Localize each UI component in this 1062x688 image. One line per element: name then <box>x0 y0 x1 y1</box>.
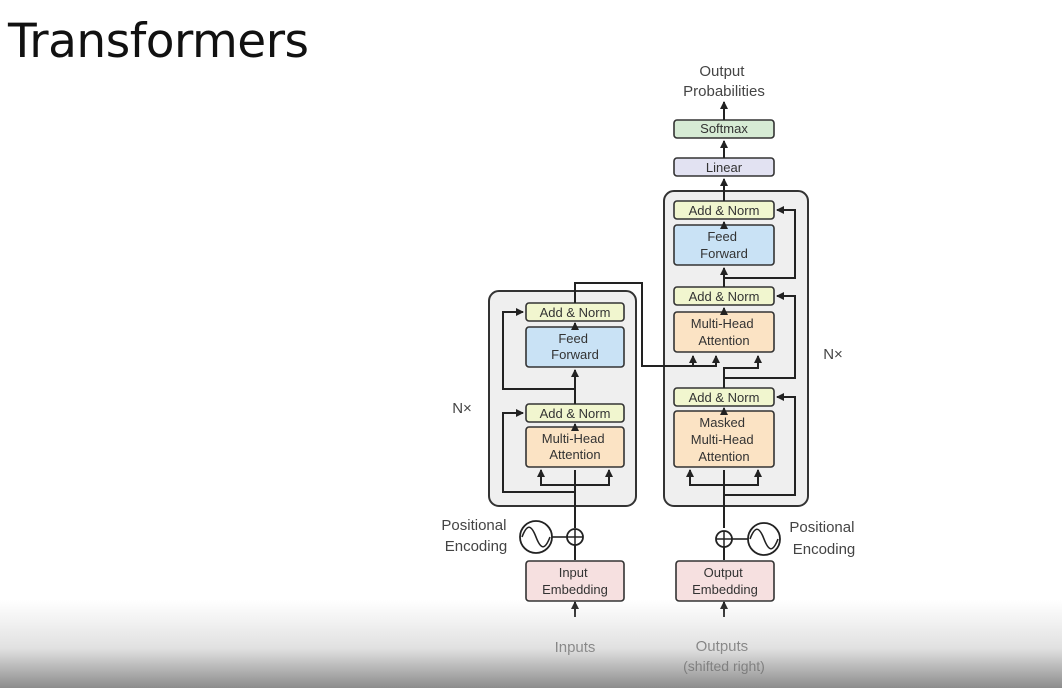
encoder-positional-encoding-label: Positional Encoding <box>441 517 510 555</box>
softmax-label: Softmax <box>700 121 748 136</box>
linear-label: Linear <box>706 160 743 175</box>
decoder-masked-attention-label: Masked Multi-Head Attention <box>691 415 757 464</box>
encoder-connectors <box>502 282 720 617</box>
encoder-add-norm-top-label: Add & Norm <box>540 305 611 320</box>
encoder-feed-forward-label: Feed Forward <box>551 331 599 362</box>
encoder-attention-label: Multi-Head Attention <box>542 431 608 462</box>
inputs-label: Inputs <box>555 639 596 656</box>
decoder-add-norm-bottom-label: Add & Norm <box>689 390 760 405</box>
decoder-positional-encoding-label: Positional Encoding <box>789 519 858 558</box>
decoder-add-norm-middle-label: Add & Norm <box>689 289 760 304</box>
decoder-repeat-label: N× <box>823 346 843 363</box>
decoder-attention-label: Multi-Head Attention <box>691 316 757 348</box>
output-embedding-label: Output Embedding <box>692 565 758 597</box>
output-probabilities-label: Output Probabilities <box>683 63 765 100</box>
slide-title: Transformers <box>8 14 309 69</box>
encoder-add-norm-bottom-label: Add & Norm <box>540 406 611 421</box>
input-embedding-label: Input Embedding <box>542 565 608 597</box>
decoder-feed-forward-label: Feed Forward <box>700 229 748 261</box>
encoder-stack <box>488 290 637 507</box>
decoder-connectors <box>686 101 796 617</box>
outputs-label: Outputs (shifted right) <box>683 638 765 674</box>
encoder-repeat-label: N× <box>452 400 472 417</box>
decoder-add-norm-top-label: Add & Norm <box>689 203 760 218</box>
